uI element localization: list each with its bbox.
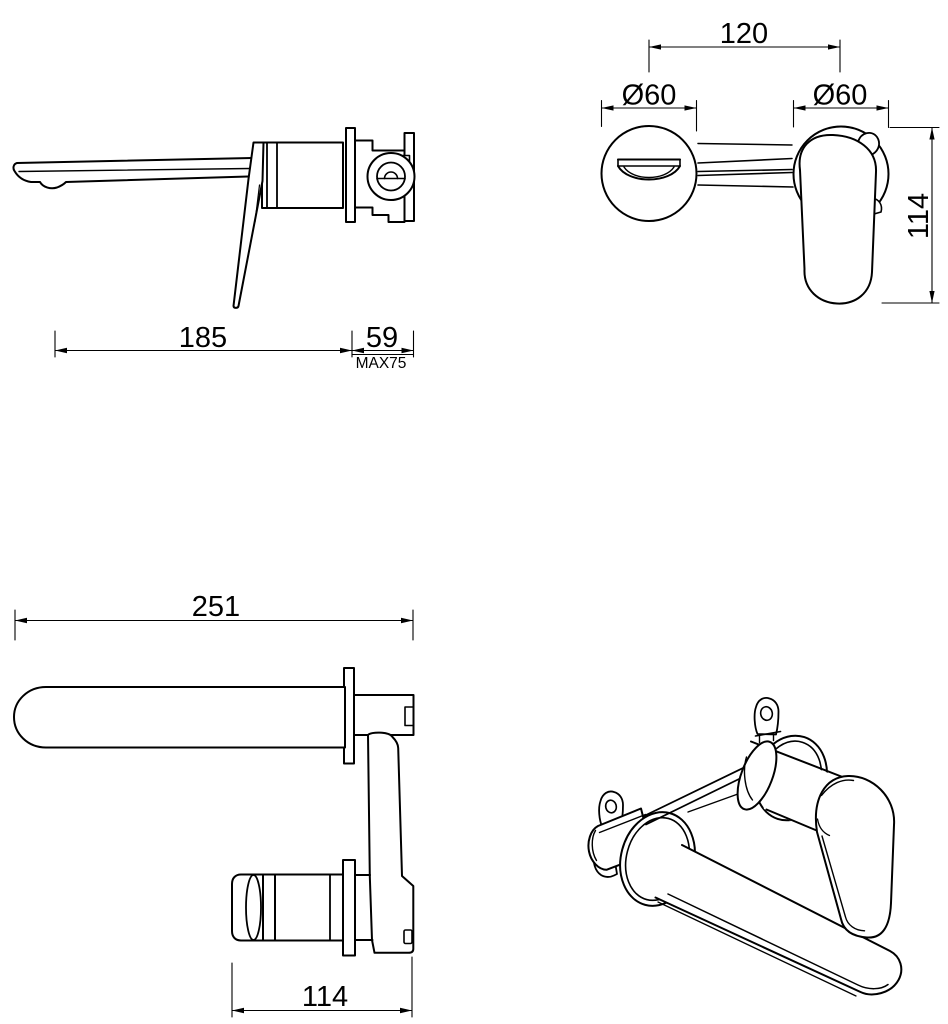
bracket-clip: [403, 929, 413, 945]
connecting-arm-bracket: [367, 731, 415, 954]
dim-spout-reach: 185: [179, 322, 227, 354]
concealed-view: 251 114: [13, 591, 415, 1018]
dim-escutcheon-right: Ø60: [813, 80, 868, 112]
valve-cartridge: [274, 873, 344, 942]
cartridge-face: [736, 740, 778, 811]
dim-wall-depth-note: MAX75: [356, 355, 407, 372]
inlet-boss-dome: [383, 171, 399, 180]
ear-feet-right: [758, 733, 775, 744]
cylinder-crease: [598, 813, 647, 834]
bracket-bottom-edge: [354, 206, 406, 223]
dim-handle-height: 114: [903, 193, 935, 239]
front-view-dimensions: [600, 39, 940, 304]
concealed-view-dimensions: [14, 609, 414, 1018]
spout-outline: [12, 157, 253, 190]
cartridge-face-arc: [743, 756, 754, 801]
handle-front: [798, 133, 878, 305]
isometric-view: [587, 697, 903, 997]
spout-blade-crease: [667, 893, 889, 990]
side-view-dimensions: [54, 330, 415, 358]
ear-hole-right: [759, 705, 774, 722]
dim-overall-length: 251: [192, 591, 240, 623]
control-knob: [231, 873, 264, 942]
spout-blade: [654, 844, 903, 996]
rear-tube-clip: [404, 706, 415, 727]
handle-blade: [232, 141, 265, 309]
spout-tube: [13, 686, 346, 749]
inlet-boss-inner: [376, 161, 406, 192]
cylinder-face-arc: [591, 829, 598, 862]
lever-arm-lines: [697, 157, 794, 188]
ear-hole-upper-left: [604, 799, 618, 814]
mixer-body: [261, 141, 344, 209]
valve-wall-plate: [342, 859, 356, 957]
body-ring-lines: [266, 141, 278, 209]
escutcheon-left: [600, 125, 698, 222]
lever-handle-iso: [815, 774, 896, 939]
side-view: 185 59 MAX75: [12, 127, 416, 372]
dim-valve-width: 114: [302, 981, 348, 1013]
wall-plate: [345, 127, 356, 223]
mounting-ear-right: [753, 697, 780, 736]
spout-blade-rim: [657, 901, 857, 997]
body-top-line: [697, 142, 793, 146]
dim-wall-depth: 59: [366, 322, 398, 354]
rear-spout-tube: [353, 694, 415, 736]
cartridge-collar: [262, 873, 276, 942]
lever-handle-rim: [821, 835, 866, 932]
dim-hole-spacing: 120: [720, 18, 768, 50]
dim-escutcheon-left: Ø60: [622, 80, 677, 112]
lever-junction-crease-bottom: [816, 818, 831, 837]
front-view: 120 Ø60 Ø60 114: [600, 18, 940, 305]
knob-end-cap: [245, 874, 262, 941]
inlet-boss-outer: [366, 152, 416, 201]
spout-front: [617, 158, 681, 181]
valve-neck-bottom-edge: [765, 808, 826, 835]
bracket-top-edge: [354, 139, 406, 152]
valve-connector-lines: [354, 874, 374, 941]
lever-junction-crease-top: [820, 779, 855, 797]
ear-base-right: [754, 730, 782, 737]
spout-chamfer-line: [18, 167, 251, 173]
handle-inner-line: [254, 184, 261, 223]
